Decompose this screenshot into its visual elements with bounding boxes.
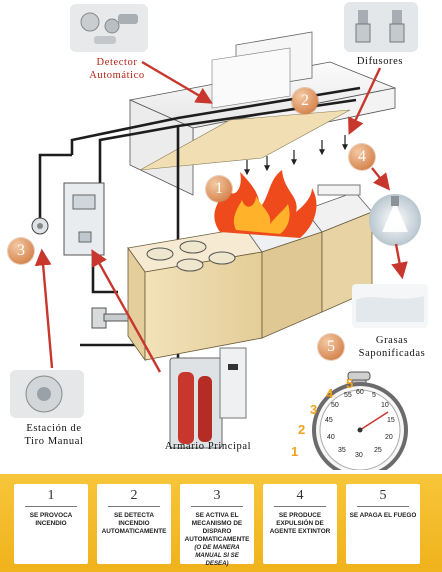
dial-55: 55	[344, 392, 352, 399]
step-text: SE ACTIVA EL MECANISMO DE DISPARO AUTOMA…	[184, 512, 250, 543]
dial-45: 45	[325, 417, 333, 424]
step-card-4: 4 SE PRODUCE EXPULSIÓN DE AGENTE EXTINTO…	[263, 484, 337, 564]
step-number: 1	[25, 488, 77, 507]
badge-2: 2	[292, 88, 318, 114]
badge-1: 1	[206, 176, 232, 202]
gas-valve	[91, 307, 135, 329]
label-difusores: Difusores	[356, 56, 404, 67]
fire-flames	[214, 170, 317, 238]
step-number: 2	[108, 488, 160, 507]
step-card-2: 2 SE DETECTA INCENDIO AUTOMATICAMENTE	[97, 484, 171, 564]
seq-5: 5	[346, 376, 354, 391]
label-armario: Armario Principal	[164, 441, 252, 452]
step-card-1: 1 SE PROVOCA INCENDIO	[14, 484, 88, 564]
step-text: SE APAGA EL FUEGO	[349, 512, 417, 519]
badge-5: 5	[318, 334, 344, 360]
cooking-equipment	[127, 184, 373, 362]
dial-10: 10	[381, 402, 389, 409]
dial-15: 15	[387, 417, 395, 424]
dial-5: 5	[372, 392, 376, 399]
diffuser-thumbnail	[344, 2, 418, 52]
process-steps-bar: 1 SE PROVOCA INCENDIO 2 SE DETECTA INCEN…	[0, 474, 442, 572]
seq-4: 4	[326, 386, 334, 401]
stopwatch	[312, 371, 408, 470]
seq-3: 3	[310, 402, 318, 417]
dial-20: 20	[385, 434, 393, 441]
seq-2: 2	[298, 422, 306, 437]
badge-4: 4	[349, 144, 375, 170]
control-box	[63, 182, 105, 256]
dial-40: 40	[327, 434, 335, 441]
fire-suppression-diagram	[10, 2, 428, 470]
dial-60: 60	[356, 389, 364, 396]
step-text: SE PRODUCE EXPULSIÓN DE AGENTE EXTINTOR	[269, 512, 331, 535]
detector-thumbnail	[70, 4, 148, 52]
step-number: 3	[191, 488, 243, 507]
seq-1: 1	[291, 444, 299, 459]
red-pointer-arrows	[34, 60, 408, 373]
stopwatch-dial: 55 60 5 50 10 45 15 40 20 35 25 30	[314, 384, 406, 476]
main-cabinet-device	[169, 347, 247, 449]
step-text: SE DETECTA INCENDIO AUTOMATICAMENTE	[101, 512, 167, 535]
diffuser-spray	[369, 194, 421, 246]
step-number: 4	[274, 488, 326, 507]
dial-25: 25	[374, 447, 382, 454]
pull-station-thumbnail	[10, 370, 84, 418]
dial-30: 30	[355, 452, 363, 459]
dial-50: 50	[331, 402, 339, 409]
step-number: 5	[357, 488, 409, 507]
badge-3: 3	[8, 238, 34, 264]
step-card-5: 5 SE APAGA EL FUEGO	[346, 484, 420, 564]
step-card-3: 3 SE ACTIVA EL MECANISMO DE DISPARO AUTO…	[180, 484, 254, 567]
manual-pull-station-device	[31, 217, 49, 235]
step-text: SE PROVOCA INCENDIO	[29, 512, 73, 527]
step-note: (O DE MANERA MANUAL SI SE DESEA)	[194, 544, 240, 567]
nozzle-arrows	[244, 135, 348, 176]
saponified-grease-thumbnail	[352, 284, 428, 328]
dial-35: 35	[338, 447, 346, 454]
